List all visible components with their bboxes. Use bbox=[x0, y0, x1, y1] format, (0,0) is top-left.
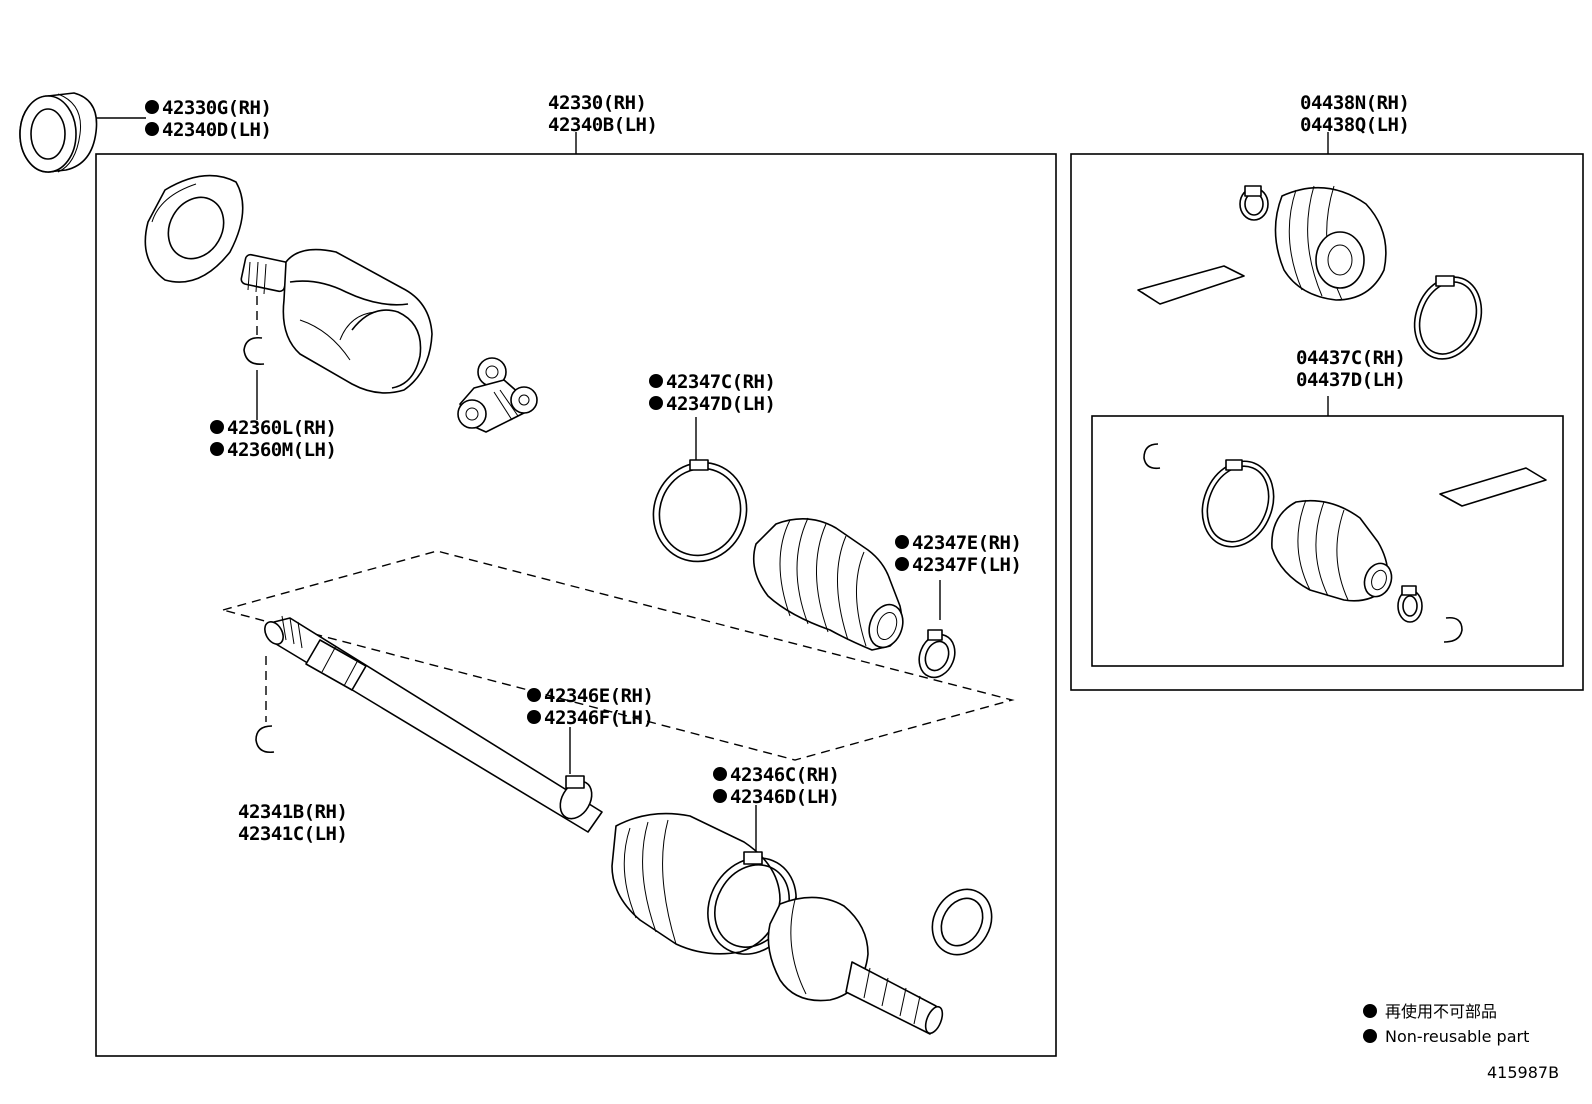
label-boot-kit-outboard-lh: 04438Q(LH) bbox=[1300, 114, 1409, 136]
label-outboard-clamp-large-rh: 42346C(RH) bbox=[730, 764, 839, 786]
outer-seal-part bbox=[19, 92, 98, 173]
leader-lines bbox=[94, 117, 1329, 854]
outboard-boot-part bbox=[611, 812, 781, 955]
non-reusable-marker-icon bbox=[210, 442, 224, 456]
label-outboard-clamp-small: 42346E(RH) 42346F(LH) bbox=[527, 685, 654, 729]
label-large-boot-clamp: 42347C(RH) 42347D(LH) bbox=[649, 371, 776, 415]
label-shaft-snap-ring-lh: 42341C(LH) bbox=[238, 823, 347, 845]
non-reusable-marker-icon bbox=[527, 710, 541, 724]
label-boot-kit-outboard-rh: 04438N(RH) bbox=[1300, 92, 1409, 114]
label-shaft-snap-ring: 42341B(RH) 42341C(LH) bbox=[238, 801, 348, 845]
non-reusable-marker-icon bbox=[649, 396, 663, 410]
label-outboard-clamp-small-lh: 42346F(LH) bbox=[544, 707, 653, 729]
label-outer-seal-rh: 42330G(RH) bbox=[162, 97, 271, 119]
label-shaft-assy-rh: 42330(RH) bbox=[548, 92, 646, 114]
label-outboard-clamp-small-rh: 42346E(RH) bbox=[544, 685, 653, 707]
legend: 再使用不可部品 Non-reusable part bbox=[1363, 1002, 1529, 1046]
dust-seal-part bbox=[144, 174, 244, 283]
boot-kit-outboard-parts bbox=[1137, 185, 1483, 360]
legend-japanese: 再使用不可部品 bbox=[1385, 1002, 1497, 1021]
large-boot-clamp-part bbox=[652, 459, 748, 563]
non-reusable-marker-icon bbox=[713, 789, 727, 803]
label-boot-kit-inboard: 04437C(RH) 04437D(LH) bbox=[1296, 347, 1406, 391]
non-reusable-marker-icon bbox=[145, 100, 159, 114]
label-inboard-snap-ring-lh: 42360M(LH) bbox=[227, 439, 336, 461]
non-reusable-marker-icon bbox=[145, 122, 159, 136]
non-reusable-marker-icon bbox=[713, 767, 727, 781]
shaft-subassembly-outline bbox=[220, 550, 1015, 761]
label-inboard-snap-ring: 42360L(RH) 42360M(LH) bbox=[210, 417, 337, 461]
boot-kit-inboard-parts bbox=[1143, 443, 1547, 643]
legend-english: Non-reusable part bbox=[1385, 1027, 1529, 1046]
label-outboard-clamp-large-lh: 42346D(LH) bbox=[730, 786, 839, 808]
label-large-boot-clamp-rh: 42347C(RH) bbox=[666, 371, 775, 393]
drive-shaft-part bbox=[264, 615, 603, 833]
non-reusable-marker-icon bbox=[210, 420, 224, 434]
label-small-boot-clamp-rh: 42347E(RH) bbox=[912, 532, 1021, 554]
boot-kit-outer-frame bbox=[1070, 153, 1584, 691]
label-boot-kit-inboard-lh: 04437D(LH) bbox=[1296, 369, 1405, 391]
label-boot-kit-outboard: 04438N(RH) 04438Q(LH) bbox=[1300, 92, 1410, 136]
label-outer-seal: 42330G(RH) 42340D(LH) bbox=[145, 97, 272, 141]
small-boot-clamp-part bbox=[918, 629, 956, 679]
non-reusable-marker-icon bbox=[527, 688, 541, 702]
label-outboard-clamp-large: 42346C(RH) 42346D(LH) bbox=[713, 764, 840, 808]
non-reusable-marker-icon bbox=[1363, 1004, 1377, 1018]
label-shaft-assy-lh: 42340B(LH) bbox=[548, 114, 657, 136]
label-outer-seal-lh: 42340D(LH) bbox=[162, 119, 271, 141]
label-small-boot-clamp-lh: 42347F(LH) bbox=[912, 554, 1021, 576]
figure-id: 415987B bbox=[1487, 1063, 1559, 1082]
non-reusable-marker-icon bbox=[895, 535, 909, 549]
label-shaft-snap-ring-rh: 42341B(RH) bbox=[238, 801, 347, 823]
tripod-joint-part bbox=[457, 357, 538, 433]
non-reusable-marker-icon bbox=[895, 557, 909, 571]
label-shaft-assy: 42330(RH) 42340B(LH) bbox=[548, 92, 658, 136]
shaft-snap-ring-part bbox=[255, 725, 275, 754]
inboard-snap-ring-part bbox=[243, 336, 265, 366]
outboard-small-clamp-part bbox=[559, 775, 593, 820]
label-large-boot-clamp-lh: 42347D(LH) bbox=[666, 393, 775, 415]
outboard-joint-part bbox=[767, 895, 944, 1035]
label-boot-kit-inboard-rh: 04437C(RH) bbox=[1296, 347, 1405, 369]
non-reusable-marker-icon bbox=[649, 374, 663, 388]
non-reusable-marker-icon bbox=[1363, 1029, 1377, 1043]
inboard-joint-housing-part bbox=[240, 248, 433, 394]
label-inboard-snap-ring-rh: 42360L(RH) bbox=[227, 417, 336, 439]
label-small-boot-clamp: 42347E(RH) 42347F(LH) bbox=[895, 532, 1022, 576]
inboard-boot-part bbox=[752, 517, 904, 651]
outboard-seal-part bbox=[931, 888, 993, 956]
